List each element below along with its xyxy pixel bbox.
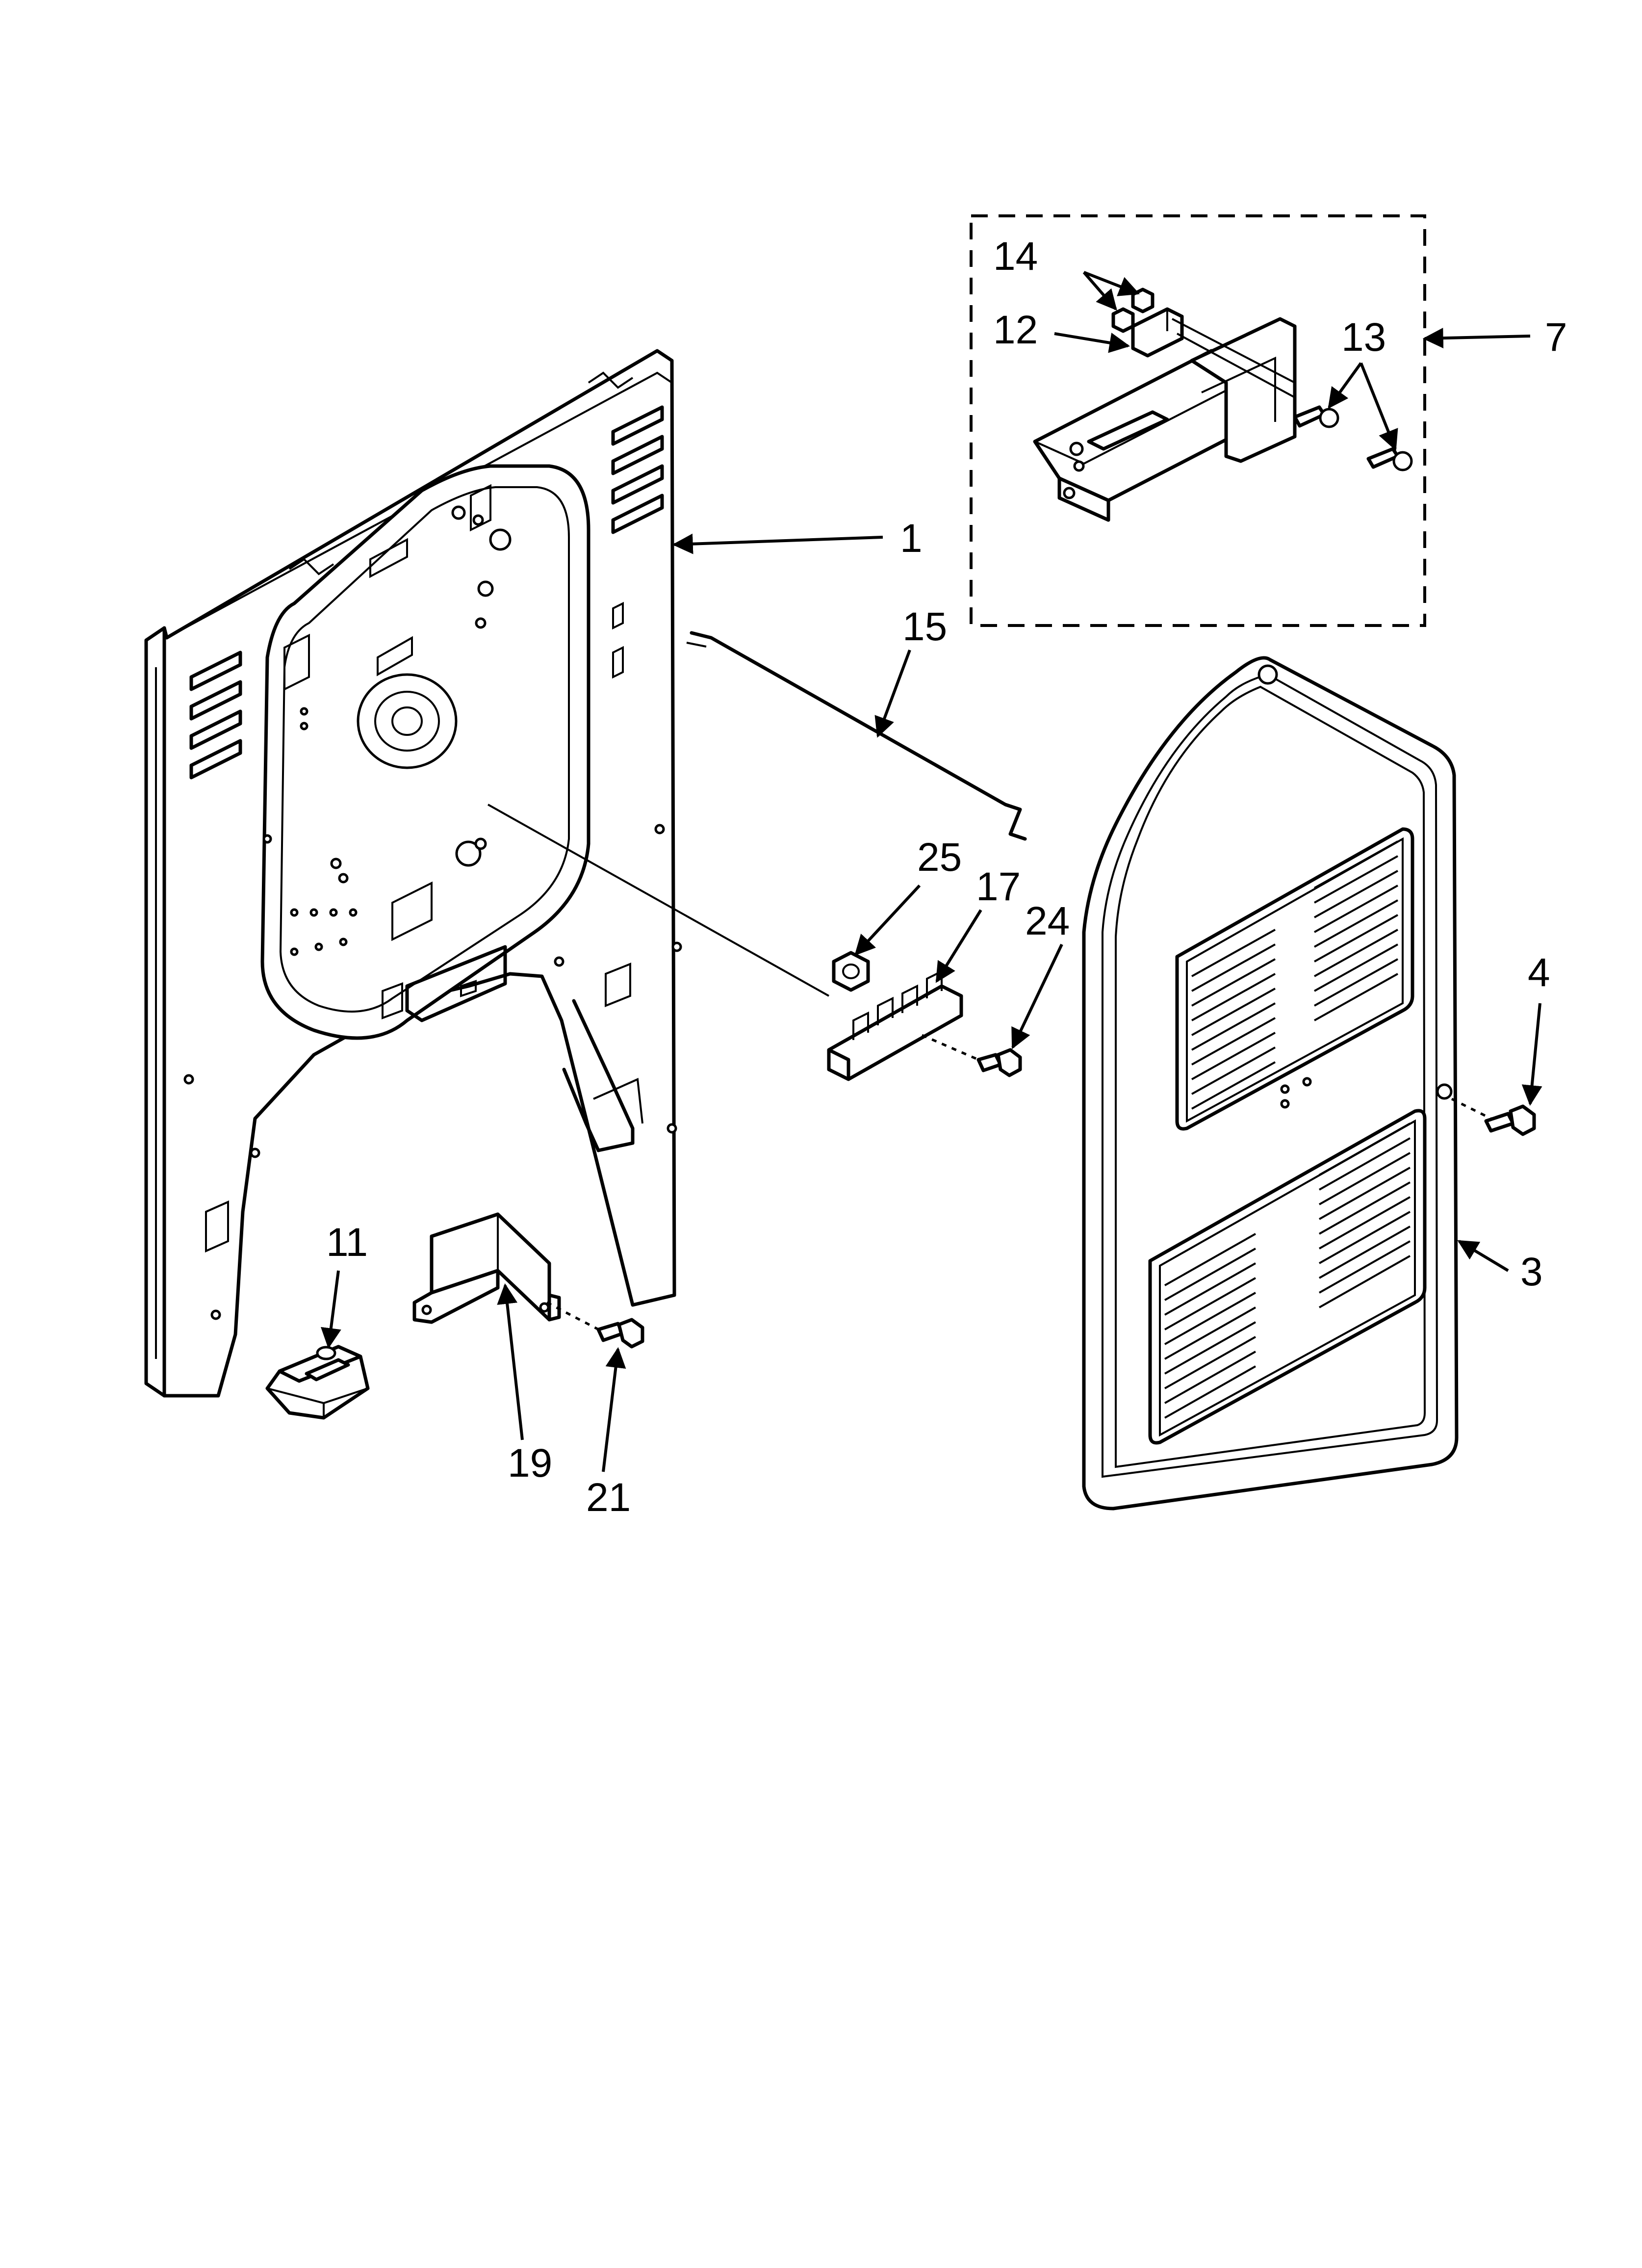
- angle-bracket-part-19: [412, 1212, 604, 1333]
- rear-panel-part-1: [144, 349, 829, 1398]
- upper-vent-slots: [1191, 840, 1398, 1110]
- burner-bracket-assembly-part-7: [970, 214, 1426, 627]
- callout-25: 25: [917, 835, 962, 880]
- callout-4: 4: [1528, 950, 1550, 995]
- screw-part-21: [596, 1318, 644, 1349]
- callout-1: 1: [900, 516, 923, 561]
- callout-14: 14: [993, 234, 1038, 279]
- callout-17: 17: [976, 864, 1021, 909]
- callout-13: 13: [1341, 315, 1386, 360]
- nut-part-25: [832, 951, 870, 992]
- callout-3: 3: [1520, 1250, 1543, 1294]
- callout-7: 7: [1545, 315, 1567, 360]
- support-rod-part-15: [686, 631, 1027, 841]
- leader-lines: [321, 271, 1542, 1472]
- side-panel-part-3: [1082, 656, 1459, 1511]
- callout-12: 12: [993, 308, 1038, 352]
- callout-15: 15: [902, 604, 947, 649]
- callout-24: 24: [1025, 899, 1070, 943]
- leveling-foot-part-11: [265, 1345, 370, 1420]
- callout-11: 11: [326, 1220, 368, 1265]
- callout-19: 19: [508, 1441, 552, 1486]
- screw-part-24: [976, 1048, 1022, 1077]
- lower-vent-slots: [1164, 1122, 1411, 1419]
- screw-part-4: [1451, 1097, 1536, 1136]
- callout-21: 21: [586, 1475, 631, 1520]
- callout-labels: 1 3 4 7 11 12 13 14 15 17 19 21 24 25: [326, 234, 1567, 1520]
